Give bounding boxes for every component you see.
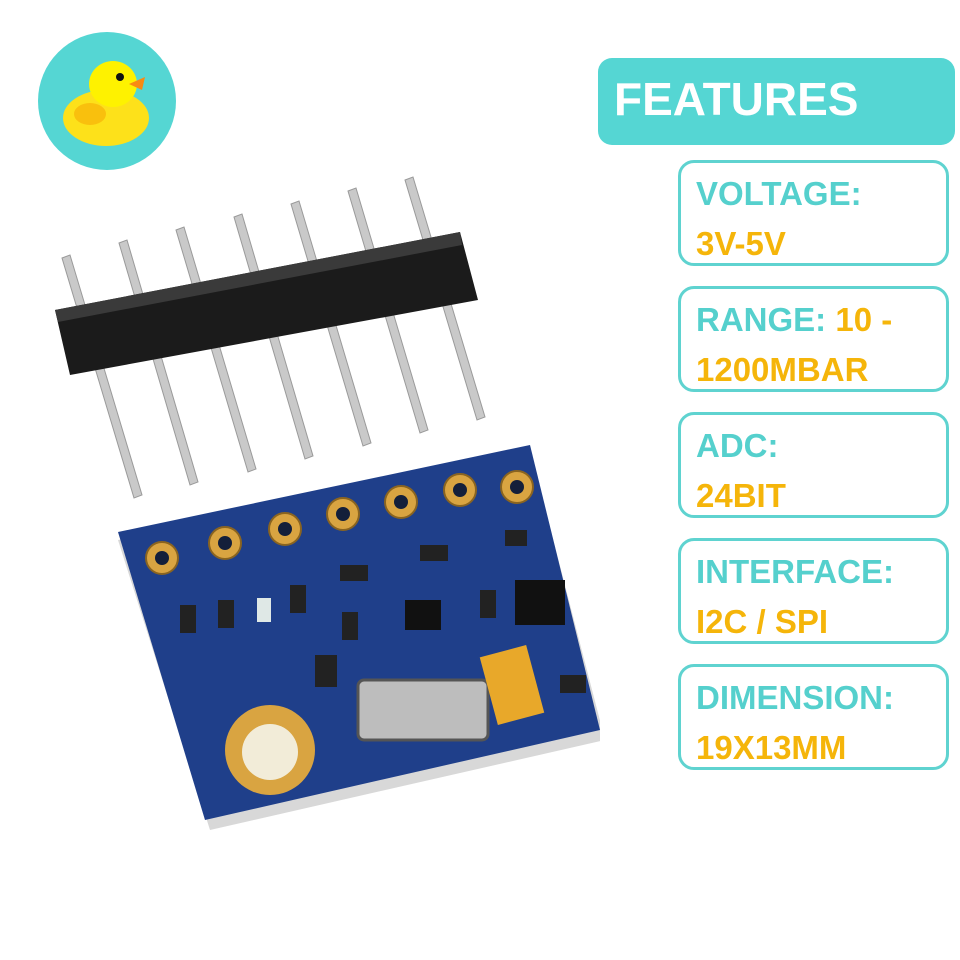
feature-adc: ADC: 24BIT <box>678 412 949 518</box>
features-header: FEATURES <box>598 58 955 145</box>
header-pins <box>55 176 486 499</box>
feature-value: 24BIT <box>696 477 786 514</box>
pressure-sensor-chip <box>356 678 490 742</box>
feature-dimension: DIMENSION: 19X13MM <box>678 664 949 770</box>
feature-value: 3V-5V <box>696 225 786 262</box>
feature-value: 19X13MM <box>696 729 847 766</box>
feature-label: INTERFACE: <box>696 553 894 590</box>
feature-label: ADC: <box>696 427 779 464</box>
feature-label: VOLTAGE: <box>696 175 862 212</box>
feature-value-inline: 10 - <box>835 301 893 338</box>
feature-range: RANGE: 10 - 1200MBAR <box>678 286 949 392</box>
feature-label: DIMENSION: <box>696 679 894 716</box>
feature-label-text: RANGE: <box>696 301 836 338</box>
sensor-module-photo <box>55 176 600 830</box>
feature-label: RANGE: 10 - <box>696 301 892 339</box>
feature-voltage: VOLTAGE: 3V-5V <box>678 160 949 266</box>
pcb <box>118 445 600 830</box>
feature-interface: INTERFACE: I2C / SPI <box>678 538 949 644</box>
feature-value: 1200MBAR <box>696 351 869 388</box>
feature-value: I2C / SPI <box>696 603 829 640</box>
rubber-duck-logo <box>38 32 176 170</box>
features-title: FEATURES <box>614 73 859 125</box>
